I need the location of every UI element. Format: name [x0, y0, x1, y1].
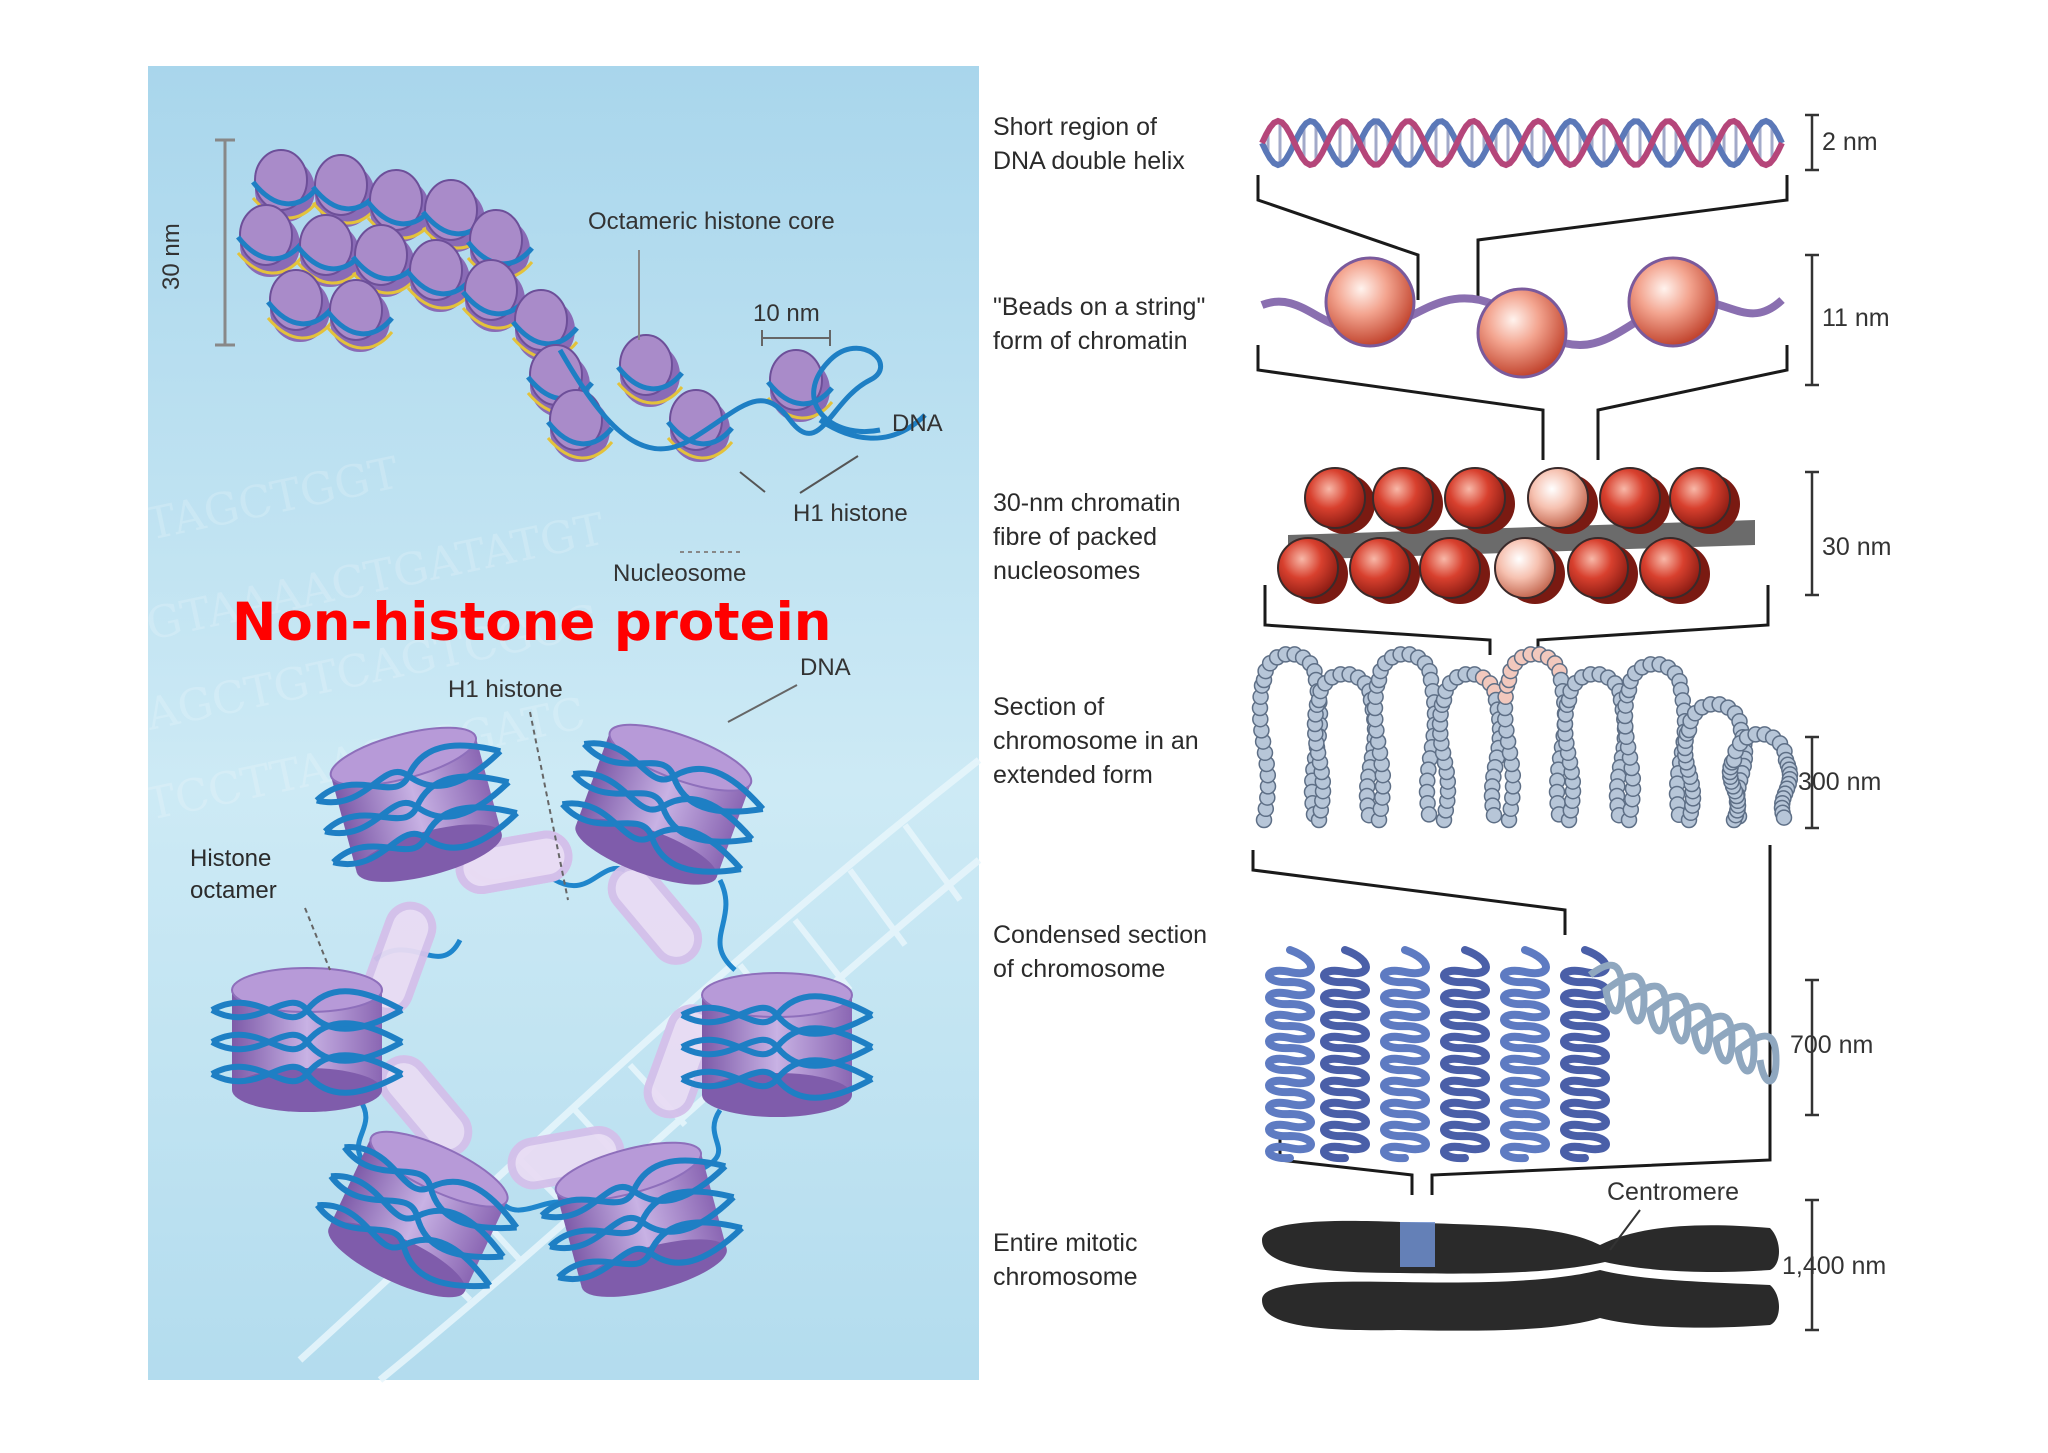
histone-disk — [266, 269, 334, 342]
left-panel: TAGCTGGT GTAAAACTGATATGT AGCTGTCAGTCGCC … — [141, 66, 982, 1383]
level-label-beads-on-string: "Beads on a string"form of chromatin — [993, 293, 1206, 355]
scale-2nm: 2 nm — [1822, 128, 1878, 156]
histone-octamer-cylinder — [314, 1130, 520, 1298]
bottom-nucleosome-ring — [210, 723, 874, 1298]
histone-octamer-cylinder — [210, 967, 404, 1112]
non-histone-protein-title: Non-histone protein — [232, 592, 832, 653]
histone-disk — [616, 334, 684, 407]
scale-1400nm: 1,400 nm — [1782, 1252, 1887, 1280]
histone-disk — [351, 224, 419, 297]
h1-histone-pill — [607, 862, 703, 965]
scale-300nm: 300 nm — [1798, 768, 1882, 796]
histone-disk — [311, 154, 379, 227]
scale-30nm: 30 nm — [1822, 533, 1892, 561]
histone-disk — [466, 209, 534, 282]
histone-octamer-cylinder — [560, 723, 766, 885]
label-h1-histone-top: H1 histone — [793, 500, 908, 527]
scale-700nm: 700 nm — [1790, 1031, 1874, 1059]
label-nucleosome: Nucleosome — [613, 560, 747, 587]
histone-disk — [666, 389, 734, 462]
h1-histone-pill — [377, 1055, 473, 1158]
label-centromere: Centromere — [1607, 1178, 1739, 1206]
histone-disk — [296, 214, 364, 287]
extended-chromosome — [1251, 646, 1799, 829]
scale-label-10nm: 10 nm — [753, 300, 820, 327]
scale-11nm: 11 nm — [1822, 304, 1890, 332]
histone-disk — [511, 289, 579, 362]
right-panel — [1251, 113, 1819, 1332]
top-linker-dna — [557, 345, 884, 452]
histone-disk — [326, 279, 394, 352]
scale-bars — [1805, 113, 1819, 1332]
label-h1-histone-bottom: H1 histone — [448, 676, 563, 703]
scale-label-30nm: 30 nm — [158, 223, 185, 290]
label-octameric-histone-core: Octameric histone core — [588, 208, 835, 235]
mitotic-chromosome — [1262, 1209, 1779, 1331]
histone-disk — [236, 204, 304, 277]
label-dna-top: DNA — [892, 410, 943, 437]
histone-disk — [546, 389, 614, 462]
beads-on-a-string — [1260, 256, 1785, 379]
dna-double-helix — [1259, 117, 1785, 169]
label-dna-bottom: DNA — [800, 654, 851, 681]
label-histone-octamer: Histone octamer — [190, 845, 277, 904]
histone-octamer-cylinder — [314, 726, 519, 882]
histone-octamer-cylinder — [539, 1141, 744, 1297]
chromatin-fibre-30nm — [1277, 467, 1755, 604]
histone-octamer-cylinder — [680, 972, 874, 1117]
top-30nm-fibre — [215, 138, 834, 462]
condensed-section — [1265, 946, 1780, 1163]
